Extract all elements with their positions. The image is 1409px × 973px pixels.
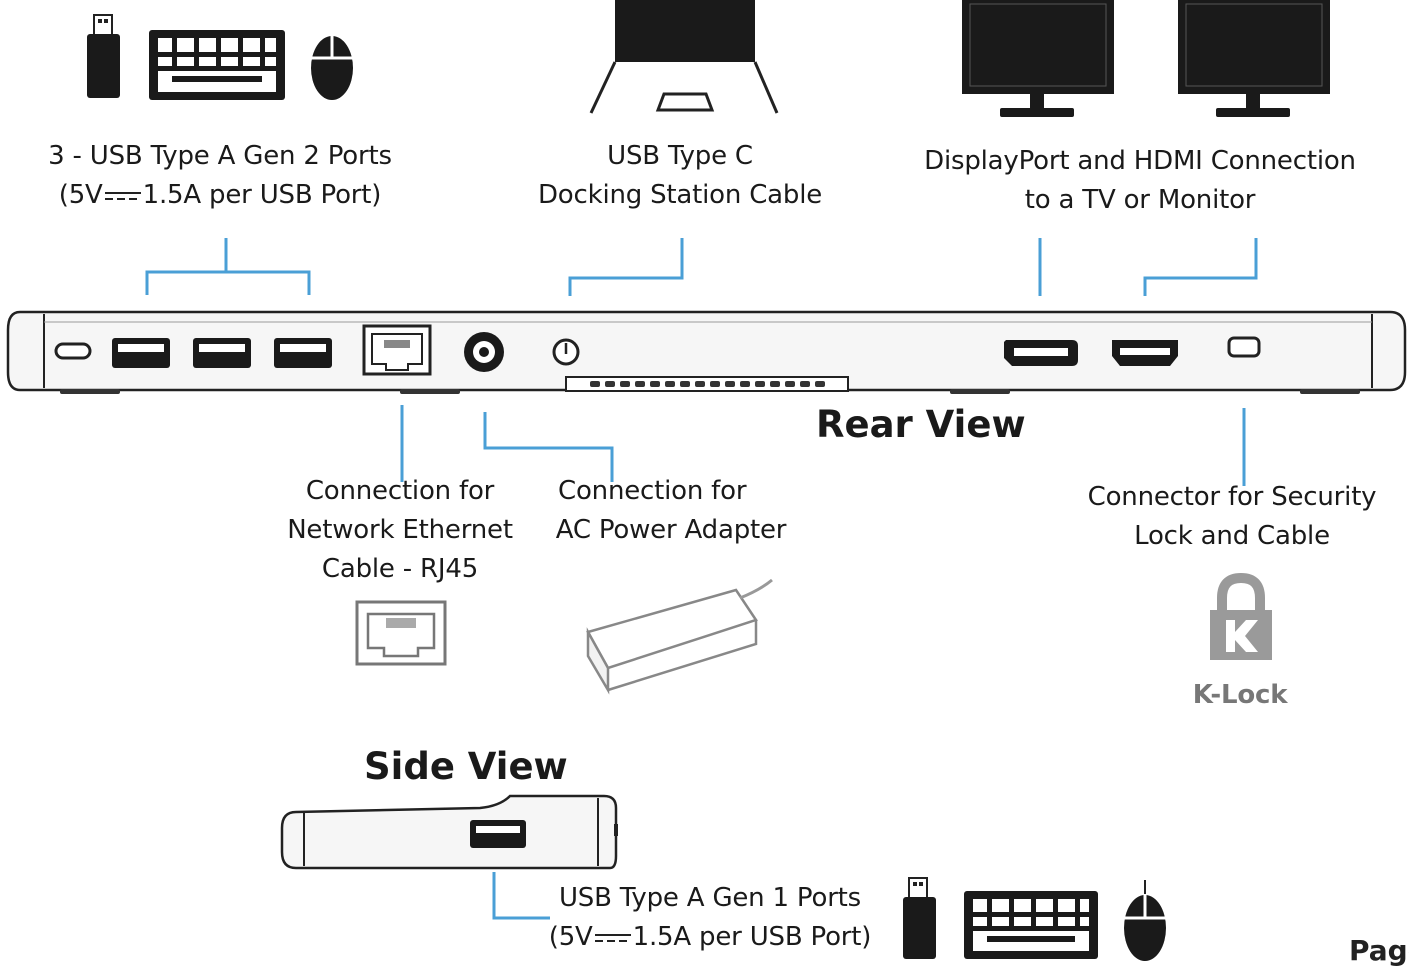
vent-slot xyxy=(740,381,750,387)
page-footer: Page xyxy=(1349,934,1409,967)
connector-line-side xyxy=(492,872,550,920)
vent-slot xyxy=(785,381,795,387)
side-view-title: Side View xyxy=(364,745,568,788)
usb-a-port xyxy=(112,338,170,368)
vent-slot xyxy=(710,381,720,387)
displayport-port xyxy=(1004,340,1078,366)
vent-slot xyxy=(695,381,705,387)
vent-slot xyxy=(620,381,630,387)
monitor-icon xyxy=(962,0,1114,117)
vent-slot xyxy=(605,381,615,387)
mouse-icon xyxy=(1124,880,1166,961)
power-button xyxy=(552,338,580,366)
vent-slot xyxy=(815,381,825,387)
usb-c-label: USB Type C Docking Station Cable xyxy=(537,141,823,210)
connector-lines-top xyxy=(145,238,1258,296)
k-lock-logo-text: K-Lock xyxy=(1192,680,1288,710)
power-port xyxy=(464,332,504,372)
vent-slots xyxy=(590,381,825,387)
usb-stick-icon xyxy=(87,14,120,98)
usb-a-port xyxy=(193,338,251,368)
vent-slot xyxy=(800,381,810,387)
usb-c-port xyxy=(54,342,92,360)
vent-slot xyxy=(770,381,780,387)
security-lock-label: Connector for Security Lock and Cable xyxy=(1087,482,1377,551)
power-adapter-icon xyxy=(586,578,773,695)
dock-rear-body xyxy=(6,310,1407,394)
keyboard-icon xyxy=(964,891,1098,959)
dock-side-body xyxy=(280,794,618,870)
mouse-icon xyxy=(311,36,353,100)
laptop-icon xyxy=(589,0,779,114)
vent-slot xyxy=(635,381,645,387)
ethernet-port xyxy=(362,324,432,376)
vent-slot xyxy=(680,381,690,387)
dc-symbol-icon xyxy=(594,931,631,945)
ethernet-label: Connection for Network Ethernet Cable - … xyxy=(287,476,513,584)
connector-lines-bottom xyxy=(400,405,1246,486)
vent-slot xyxy=(650,381,660,387)
usb-a-port xyxy=(274,338,332,368)
security-slot xyxy=(1227,336,1261,358)
vent-slot xyxy=(665,381,675,387)
power-label: Connection for AC Power Adapter xyxy=(555,476,787,545)
k-lock-icon xyxy=(1210,572,1272,660)
hdmi-port xyxy=(1112,340,1178,366)
usb-stick-icon xyxy=(903,877,936,959)
rear-view-title: Rear View xyxy=(816,403,1026,446)
vent-slot xyxy=(725,381,735,387)
vent-slot xyxy=(755,381,765,387)
display-label: DisplayPort and HDMI Connection to a TV … xyxy=(924,146,1356,215)
ethernet-port-icon xyxy=(355,600,447,666)
dc-symbol-icon xyxy=(104,189,141,203)
vent-slot xyxy=(590,381,600,387)
keyboard-icon xyxy=(149,30,285,100)
monitor-icon xyxy=(1178,0,1330,117)
